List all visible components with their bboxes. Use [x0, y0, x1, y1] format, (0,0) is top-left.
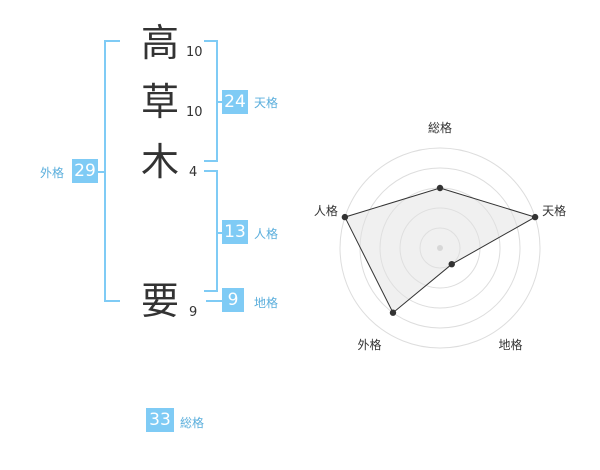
radar-axis-label-3: 地格 [499, 337, 523, 352]
radar-axis-label-5: 人格 [314, 203, 338, 218]
radar-ring-5 [339, 147, 541, 349]
stroke-count-4: 9 [189, 305, 198, 320]
name-char-4: 要 [140, 279, 179, 323]
tenkaku-value: 24 [222, 90, 248, 114]
name-char-3: 木 [140, 140, 179, 184]
jinkaku-connector [218, 232, 222, 234]
jinkaku-label: 人格 [254, 227, 279, 241]
radar-point-4 [389, 309, 397, 316]
tenkaku-bracket [204, 40, 218, 162]
name-char-1: 高 [140, 21, 179, 65]
gaikaku-connector [96, 171, 104, 173]
jinkaku-bracket [204, 170, 218, 292]
chikaku-label: 地格 [254, 296, 279, 310]
chikaku-connector [206, 300, 222, 302]
tenkaku-connector [218, 101, 222, 103]
radar-axis-label-4: 外格 [357, 337, 381, 352]
radar-point-3 [448, 260, 455, 268]
soukaku-label: 総格 [180, 416, 205, 430]
radar-axis-label-2: 天格 [542, 203, 566, 218]
gaikaku-bracket [104, 40, 120, 302]
soukaku-value: 33 [146, 408, 174, 432]
chikaku-value: 9 [222, 288, 244, 312]
radar-axis-label-1: 総格 [428, 120, 452, 135]
radar-point-2 [531, 213, 539, 221]
tenkaku-label: 天格 [254, 96, 279, 110]
radar-point-1 [436, 184, 444, 192]
radar-value-polygon [344, 187, 537, 314]
stroke-count-3: 4 [189, 165, 198, 180]
radar-points [341, 184, 539, 316]
radar-point-5 [341, 213, 349, 221]
gaikaku-label: 外格 [40, 166, 65, 180]
stroke-count-2: 10 [186, 105, 203, 120]
name-char-2: 草 [140, 80, 179, 124]
stroke-count-1: 10 [186, 45, 203, 60]
jinkaku-value: 13 [222, 220, 248, 244]
gaikaku-value: 29 [72, 159, 98, 183]
